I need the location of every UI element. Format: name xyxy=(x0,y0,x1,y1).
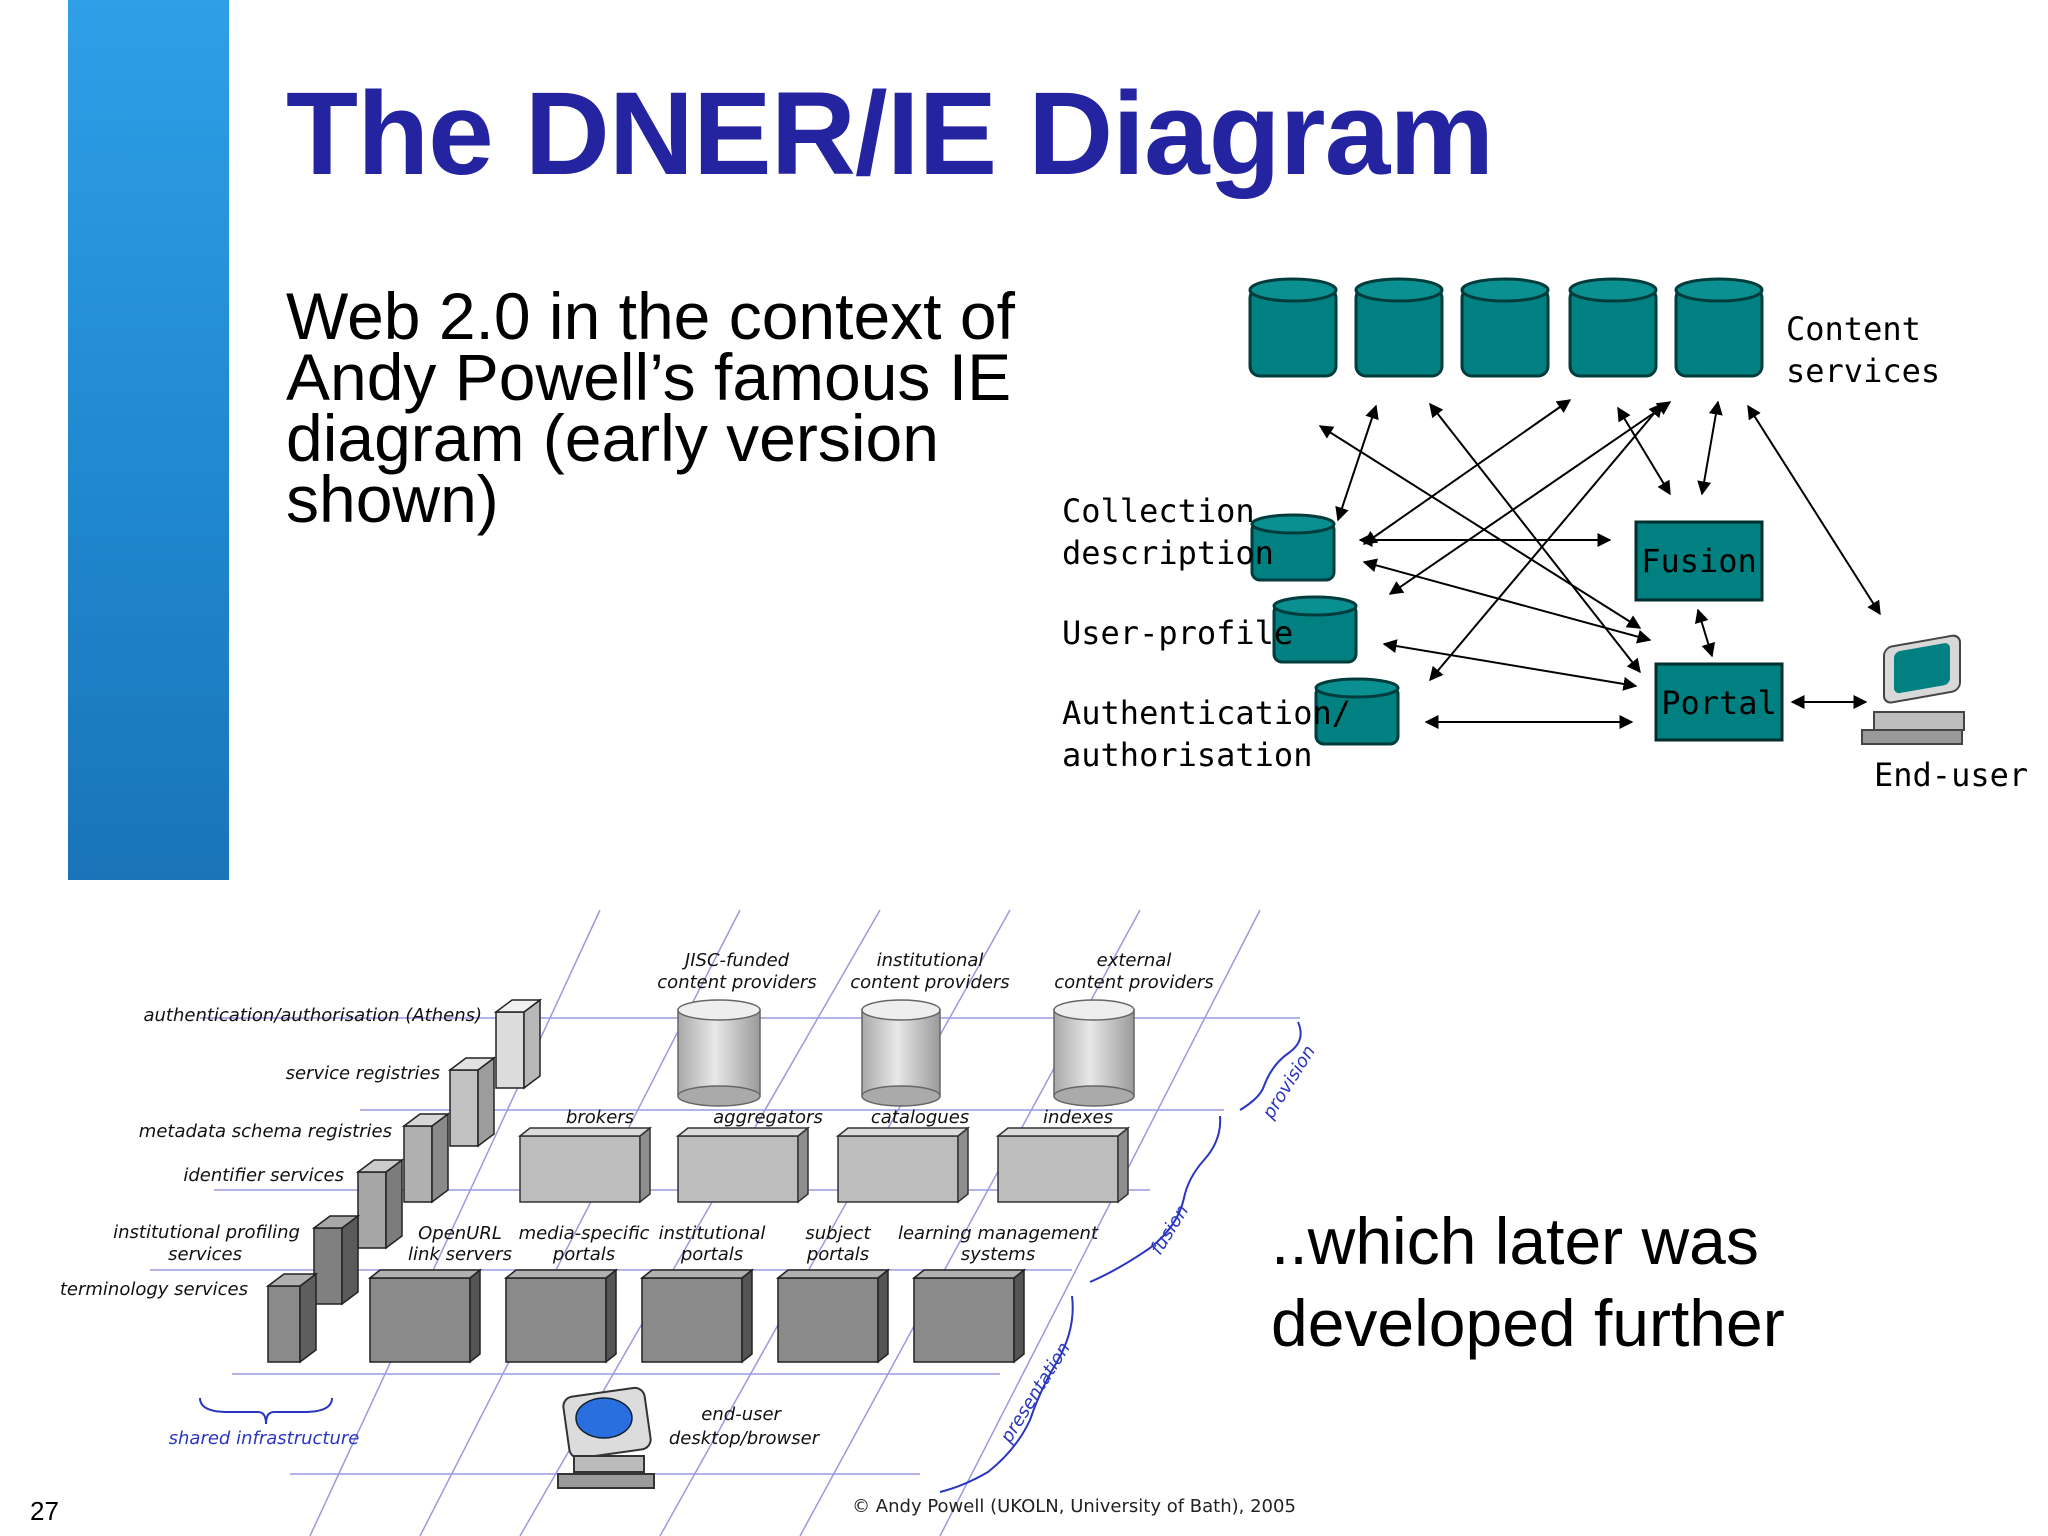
metadata-registries-block xyxy=(401,1112,451,1204)
identifier-services-block xyxy=(355,1158,405,1250)
slide-number: 27 xyxy=(30,1496,59,1526)
catalogues-box xyxy=(835,1126,971,1204)
portal-box: Portal xyxy=(1654,662,1784,742)
shared-brace xyxy=(199,1397,333,1425)
content-database-icon xyxy=(1674,277,1764,378)
shared-infrastructure-label: shared infrastructure xyxy=(169,1428,360,1449)
profiling-services-block xyxy=(311,1214,361,1306)
identifier-services-label: identifier services xyxy=(183,1165,344,1186)
indexes-box xyxy=(995,1126,1131,1204)
end-user-label: End-user xyxy=(1874,756,2028,794)
content-database-icon xyxy=(1248,277,1338,378)
content-database-icon xyxy=(1568,277,1658,378)
terminology-services-block xyxy=(265,1272,319,1364)
copyright-credit: © Andy Powell (UKOLN, University of Bath… xyxy=(852,1496,1296,1517)
auth-label: Authentication/ authorisation xyxy=(1062,694,1370,774)
provision-brace xyxy=(1239,1021,1302,1111)
service-registries-block xyxy=(447,1056,497,1148)
metadata-registries-label: metadata schema registries xyxy=(139,1121,392,1142)
fusion-box: Fusion xyxy=(1634,520,1764,602)
auth-database-icon xyxy=(1314,677,1400,746)
indexes-label: indexes xyxy=(1043,1107,1113,1128)
content-database-icon xyxy=(1354,277,1444,378)
presentation-brace xyxy=(939,1295,1074,1493)
connector-arrows xyxy=(1318,399,1881,729)
fusion-label: fusion xyxy=(1146,1201,1193,1258)
collection-database-icon xyxy=(1250,513,1336,582)
end-user-desktop-label: end-user desktop/browser xyxy=(669,1404,821,1449)
user-profile-label: User-profile xyxy=(1062,614,1293,652)
institutional-portals-box xyxy=(639,1268,755,1364)
outro-text: ..which later was developed further xyxy=(1271,1204,1785,1360)
intro-text: Web 2.0 in the context of Andy Powell’s … xyxy=(286,279,1015,536)
provision-label: provision xyxy=(1258,1042,1320,1124)
sidebar-accent-bar xyxy=(68,0,229,880)
brokers-box xyxy=(517,1126,653,1204)
content-services-label: Content services xyxy=(1786,310,1940,390)
external-provider-database-icon xyxy=(1053,999,1135,1107)
openurl-box xyxy=(367,1268,483,1364)
svg-text:Portal: Portal xyxy=(1661,684,1777,722)
collection-description-label: Collection description xyxy=(1062,492,1274,572)
terminology-services-label: terminology services xyxy=(60,1279,248,1300)
catalogues-label: catalogues xyxy=(871,1107,969,1128)
svg-text:Fusion: Fusion xyxy=(1641,542,1757,580)
service-registries-label: service registries xyxy=(286,1063,440,1084)
fusion-brace xyxy=(1089,1115,1222,1283)
brokers-label: brokers xyxy=(566,1107,634,1128)
media-portals-box xyxy=(503,1268,619,1364)
institutional-provider-database-icon xyxy=(861,999,941,1107)
athens-label: authentication/authorisation (Athens) xyxy=(143,1005,482,1026)
ie-diagram: Content services Collection description … xyxy=(1062,277,2028,794)
jisc-provider-database-icon xyxy=(677,999,761,1107)
content-database-icon xyxy=(1460,277,1550,378)
aggregators-box xyxy=(675,1126,811,1204)
aggregators-label: aggregators xyxy=(713,1107,823,1128)
subject-portals-box xyxy=(775,1268,891,1364)
computer-icon xyxy=(1861,634,1965,745)
desktop-computer-icon xyxy=(557,1386,655,1489)
slide-title: The DNER/IE Diagram xyxy=(286,68,1494,200)
athens-block xyxy=(493,998,543,1090)
lms-box xyxy=(911,1268,1027,1364)
